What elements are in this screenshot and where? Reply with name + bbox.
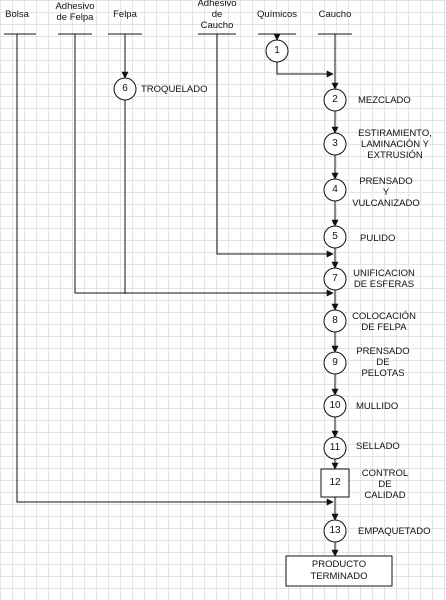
step-8-number: 8 (332, 315, 338, 326)
step-3-label: ESTIRAMIENTO, LAMINACIÓN Y EXTRUSIÓN (358, 128, 432, 161)
step-6-number: 6 (122, 83, 128, 94)
input-label-adhesivo-felpa: Adhesivo de Felpa (55, 1, 95, 23)
flow-1-to-2 (276, 62, 334, 78)
step-3-circle (323, 132, 347, 156)
step-13-circle (323, 519, 347, 543)
step-10-circle (323, 394, 347, 418)
input-label-caucho: Caucho (318, 9, 352, 20)
final-product-box (285, 555, 393, 587)
final-product-label: PRODUCTO TERMINADO (310, 559, 368, 582)
step-10-label: MULLIDO (356, 401, 399, 412)
step-4-number: 4 (332, 184, 338, 195)
step-2-circle (323, 88, 347, 112)
step-9-number: 9 (332, 357, 338, 368)
step-2-number: 2 (332, 94, 338, 105)
step-6-circle (113, 77, 137, 101)
step-9-circle (323, 351, 347, 375)
step-7-label: UNIFICACION DE ESFERAS (353, 268, 415, 290)
step-5-number: 5 (332, 231, 338, 242)
step-13-label: EMPAQUETADO (358, 526, 431, 537)
step-13-number: 13 (329, 525, 341, 536)
step-2-label: MEZCLADO (358, 95, 411, 106)
step-3-number: 3 (332, 138, 338, 149)
step-11-number: 11 (329, 442, 341, 453)
step-10-number: 10 (329, 400, 341, 411)
step-12-label: CONTROL DE CALIDAD (361, 468, 409, 501)
step-6-label: TROQUELADO (141, 84, 208, 95)
input-label-adhesivo-caucho: Adhesivo de Caucho (197, 0, 237, 31)
step-4-label: PRENSADO Y VULCANIZADO (352, 176, 420, 209)
step-9-label: PRENSADO DE PELOTAS (356, 346, 410, 379)
step-8-circle (323, 309, 347, 333)
step-12-number: 12 (329, 477, 341, 488)
step-11-circle (323, 436, 347, 460)
flow-adhesivo-caucho-to-7 (216, 34, 334, 258)
input-label-quimicos: Químicos (256, 9, 298, 20)
input-label-felpa: Felpa (113, 9, 137, 20)
step-5-circle (323, 225, 347, 249)
step-7-circle (323, 267, 347, 291)
step-1-circle (265, 39, 289, 63)
step-5-label: PULIDO (360, 233, 396, 244)
flow-bolsa-to-13 (16, 34, 334, 506)
input-label-bolsa: Bolsa (5, 9, 29, 20)
step-7-number: 7 (332, 273, 338, 284)
step-8-label: COLOCACIÓN DE FELPA (352, 311, 416, 333)
step-4-circle (323, 178, 347, 202)
flow-adhesivo-felpa-to-7 (74, 34, 334, 297)
step-11-label: SELLADO (356, 441, 400, 452)
step-1-number: 1 (274, 45, 280, 56)
step-12-box (320, 468, 350, 498)
